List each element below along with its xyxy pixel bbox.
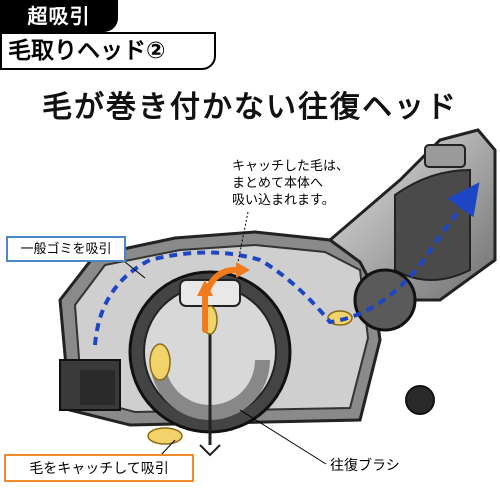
leader-catch: [159, 439, 176, 457]
callout-hair-caught: キャッチした毛は、 まとめて本体へ 吸い込まれます。: [232, 158, 382, 209]
hair-arrow-head-up: [197, 280, 213, 296]
badge-super-suction: 超吸引: [0, 0, 118, 32]
badge-hair-removal-head: 毛取りヘッド②: [0, 32, 216, 70]
callout-reciprocating-brush: 往復ブラシ: [330, 455, 400, 475]
brush-chamber: [128, 270, 292, 457]
headline: 毛が巻き付かない往復ヘッド: [42, 90, 458, 125]
leader-brush: [239, 409, 327, 465]
callout-hair-caught-line2: まとめて本体へ: [232, 176, 324, 191]
callout-hair-caught-line3: 吸い込まれます。: [232, 193, 335, 208]
callout-general-dust: 一般ゴミを吸引: [6, 236, 126, 262]
hair-arrow-head-right: [236, 262, 250, 278]
callout-hair-caught-line1: キャッチした毛は、: [232, 159, 350, 174]
callout-catch-hair: 毛をキャッチして吸引: [4, 454, 194, 482]
leader-caught: [237, 211, 249, 263]
airflow-arrow: [93, 182, 480, 346]
